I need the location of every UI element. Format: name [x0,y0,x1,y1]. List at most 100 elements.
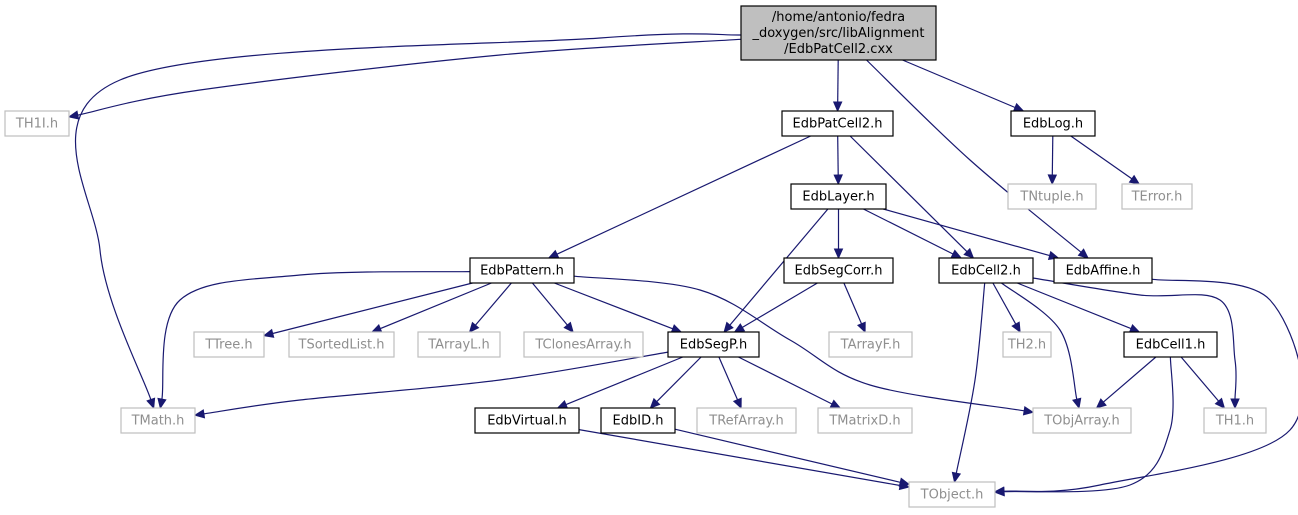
edge-root-to-edbpatcell2 [837,59,839,103]
arrowhead-edbpattern-to-tclonesarray [563,321,574,333]
arrowhead-edbcell1-to-tobjarray [1095,398,1107,409]
arrowhead-edbcell2-to-th2 [1011,321,1021,334]
arrowhead-edbpattern-to-tmath [157,397,167,410]
edge-edbcell1-to-tobject [1003,356,1174,493]
arrowhead-root-to-edblog [1012,102,1025,112]
node-box [1007,183,1097,210]
node-tarrayf[interactable]: TArrayF.h [828,331,913,358]
edge-edbpattern-to-tobjarray [573,275,1025,412]
arrowhead-edblog-to-terror [1128,174,1141,185]
edge-edbcell2-to-th2 [992,282,1017,325]
node-box [469,257,575,284]
arrowhead-root-to-edbpatcell2 [832,101,843,113]
node-label: TClonesArray.h [534,338,631,353]
arrowhead-edbsegp-to-edbvirtual [556,399,569,409]
arrowhead-edbpatcell2-to-edblayer [833,174,843,186]
node-tmath[interactable]: TMath.h [120,407,196,434]
node-label: /home/antonio/fedra [772,10,905,25]
node-box [1203,407,1267,434]
node-tobjarray[interactable]: TObjArray.h [1032,407,1132,434]
edge-edbcell1-to-th1 [1180,356,1220,402]
node-box [417,331,501,358]
node-edbvirtual[interactable]: EdbVirtual.h [474,407,580,434]
node-tmatrixd[interactable]: TMatrixD.h [817,407,913,434]
node-tclonesarray[interactable]: TClonesArray.h [523,331,644,358]
edge-edbcell2-to-th1 [1032,277,1237,400]
node-label: EdbAffine.h [1066,264,1141,279]
arrowhead-edbcell2-to-tobjarray [1072,397,1082,410]
node-box [1053,257,1153,284]
node-tntuple[interactable]: TNtuple.h [1007,183,1097,210]
node-label: TTree.h [204,338,252,353]
node-edbcell2[interactable]: EdbCell2.h [938,257,1034,284]
node-edblayer[interactable]: EdbLayer.h [790,183,887,210]
node-label: EdbPatCell2.h [793,117,883,132]
node-trefarray[interactable]: TRefArray.h [696,407,797,434]
edge-edblayer-to-edbcell2 [863,208,954,255]
node-box [828,331,913,358]
edge-edbsegp-to-trefarray [718,356,739,400]
node-edbpatcell2[interactable]: EdbPatCell2.h [781,110,894,137]
edge-edbpatcell2-to-edbpattern [556,135,811,255]
node-edblog[interactable]: EdbLog.h [1010,110,1096,137]
edge-edbsegcorr-to-tarrayf [843,282,863,324]
edge-edbsegcorr-to-edbsegp [742,282,818,328]
node-label: EdbLog.h [1023,117,1083,132]
dependency-edges [67,33,1298,497]
node-tsortedlist[interactable]: TSortedList.h [288,331,395,358]
arrowhead-edbpattern-to-edbsegp [670,324,683,334]
edge-edbcell2-to-tobjarray [1001,282,1078,400]
node-box [740,5,937,61]
node-label: EdbCell2.h [951,264,1021,279]
node-terror[interactable]: TError.h [1121,183,1193,210]
node-tarrayl[interactable]: TArrayL.h [417,331,501,358]
edge-edbcell2-to-edbcell1 [1016,282,1132,330]
node-label: TNtuple.h [1019,190,1083,205]
edge-root-to-tmath [75,33,742,400]
arrowhead-edbsegp-to-edbid [649,397,661,409]
node-label: /EdbPatCell2.cxx [784,42,893,57]
arrowhead-edblog-to-tntuple [1047,174,1058,186]
node-edbsegp[interactable]: EdbSegP.h [667,331,760,358]
node-box [193,331,265,358]
node-label: TH1.h [1215,414,1254,429]
arrowhead-edblayer-to-edbcell2 [950,249,963,259]
node-edbaffine[interactable]: EdbAffine.h [1053,257,1153,284]
node-edbid[interactable]: EdbID.h [600,407,676,434]
arrowhead-root-to-tmath [146,397,156,410]
arrowhead-edbpattern-to-tsortedlist [370,323,383,333]
node-box [4,110,70,137]
node-box [938,257,1034,284]
arrowhead-root-to-edbaffine [1077,248,1089,259]
arrowhead-edbcell1-to-tobject [993,486,1005,497]
node-box [790,183,887,210]
arrowhead-edbsegcorr-to-edbsegp [733,323,746,333]
node-th1i[interactable]: TH1I.h [4,110,70,137]
node-edbsegcorr[interactable]: EdbSegCorr.h [783,257,894,284]
node-label: TH2.h [1007,338,1046,353]
edge-edbvirtual-to-tobject [578,429,901,487]
edge-edblayer-to-edbaffine [883,208,1050,257]
node-edbpattern[interactable]: EdbPattern.h [469,257,575,284]
node-box [288,331,395,358]
node-th1[interactable]: TH1.h [1203,407,1267,434]
edge-edblayer-to-edbsegp [729,208,829,326]
node-box [696,407,797,434]
arrowhead-edbcell2-to-tobject [951,471,962,484]
node-label: TRefArray.h [708,414,784,429]
arrowhead-edbpattern-to-tobjarray [1022,406,1035,416]
node-label: TMatrixD.h [828,414,900,429]
node-tobject[interactable]: TObject.h [908,481,996,508]
edge-edbpattern-to-tclonesarray [531,282,568,326]
node-edbcell1[interactable]: EdbCell1.h [1123,331,1218,358]
node-root[interactable]: /home/antonio/fedra_doxygen/src/libAlign… [740,5,937,61]
arrowhead-edbcell2-to-edbcell1 [1128,323,1141,333]
node-th2[interactable]: TH2.h [1002,331,1052,358]
node-ttree[interactable]: TTree.h [193,331,265,358]
node-box [474,407,580,434]
edge-edbsegp-to-tmath [203,351,669,415]
edge-edbsegp-to-edbvirtual [565,356,684,406]
edge-edbpatcell2-to-edblayer [837,135,839,176]
node-label: EdbPattern.h [480,264,564,279]
edge-root-to-th1i [77,38,742,116]
